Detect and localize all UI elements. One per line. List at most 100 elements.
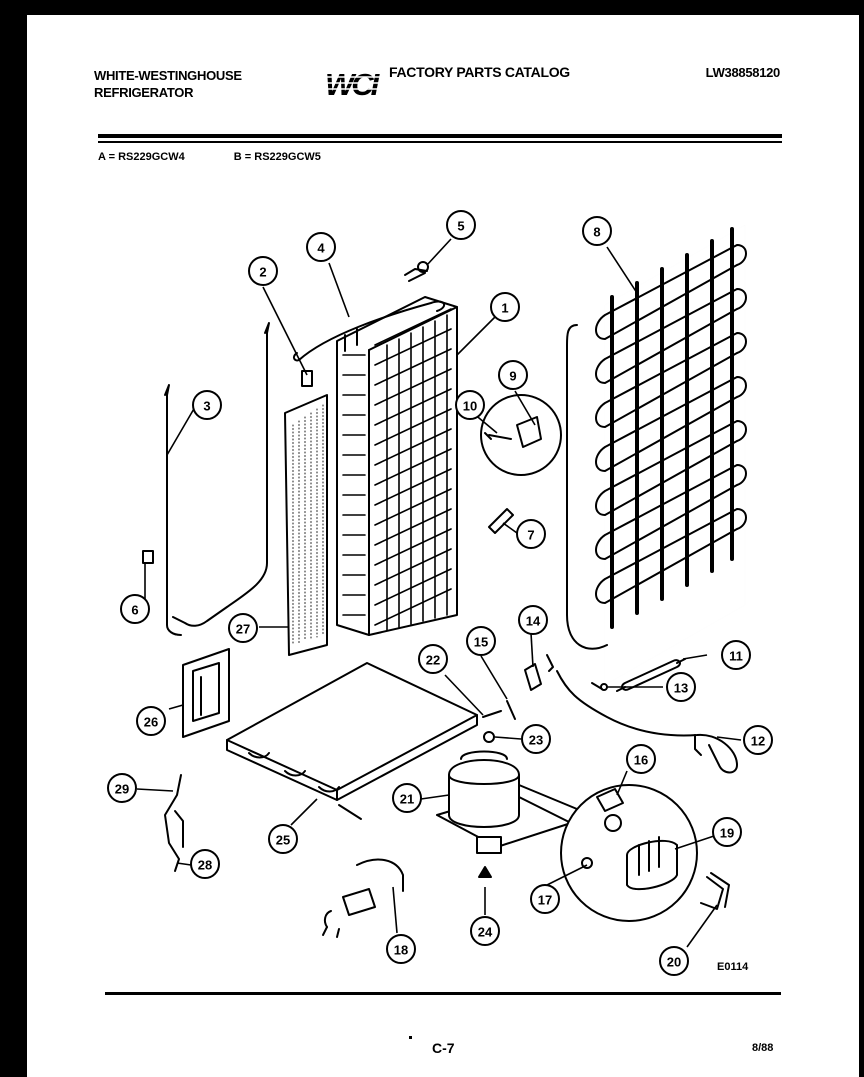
callout-number: 3 [203,399,210,414]
callout-circle [120,594,150,624]
callout-number: 19 [720,826,734,841]
callout-number: 7 [527,528,534,543]
callout-number: 11 [729,649,743,664]
callout-group: 1234567891011121314151617181920212223242… [107,210,773,976]
callout-circle [418,644,448,674]
callout-number: 24 [478,925,493,940]
callout-number: 25 [276,833,290,848]
callout-circle [712,817,742,847]
callout-number: 4 [317,241,325,256]
callout-number: 1 [501,301,508,316]
compressor-drawing [436,750,578,854]
callout-circle [446,210,476,240]
callout-13: 13 [666,672,696,702]
callout-29: 29 [107,773,137,803]
callout-28: 28 [190,849,220,879]
callout-number: 23 [529,733,543,748]
catalog-title: FACTORY PARTS CATALOG [389,64,570,80]
callout-circle [228,613,258,643]
callout-circle [107,773,137,803]
callout-20: 20 [659,946,689,976]
callout-number: 10 [463,399,477,414]
brand-block: WHITE-WESTINGHOUSE REFRIGERATOR [94,67,242,101]
callout-number: 6 [131,603,138,618]
callout-circle [521,724,551,754]
callout-3: 3 [192,390,222,420]
callout-circle [455,390,485,420]
callout-number: 9 [509,369,516,384]
callout-21: 21 [392,783,422,813]
callout-number: 13 [674,681,688,696]
footer-rule [105,992,781,995]
callout-circle [392,783,422,813]
callout-number: 26 [144,715,158,730]
callout-circle [136,706,166,736]
logo-text: WCI [325,67,381,101]
callout-number: 29 [115,782,129,797]
callout-circle [743,725,773,755]
exploded-parts-diagram: 1234567891011121314151617181920212223242… [107,210,773,976]
callout-circle [516,519,546,549]
callout-number: 12 [751,734,765,749]
callout-number: 18 [394,943,408,958]
callout-14: 14 [518,605,548,635]
callout-number: 8 [593,225,600,240]
model-list: A = RS229GCW4 B = RS229GCW5 [98,151,367,163]
callout-number: 28 [198,858,212,873]
header-rule-thin [98,141,782,143]
callout-number: 2 [259,265,266,280]
model-a: A = RS229GCW4 [98,151,185,163]
callout-number: 20 [667,955,681,970]
callout-circle [582,216,612,246]
callout-2: 2 [248,256,278,286]
callout-circle [490,292,520,322]
sensing-tube-drawing [172,332,268,627]
callout-18: 18 [386,934,416,964]
callout-5: 5 [446,210,476,240]
callout-number: 27 [236,622,250,637]
callout-circle [306,232,336,262]
callout-12: 12 [743,725,773,755]
callout-circle [192,390,222,420]
callout-number: 17 [538,893,552,908]
header-rule [98,134,782,138]
callout-circle [386,934,416,964]
catalog-page: WHITE-WESTINGHOUSE REFRIGERATOR WCI FACT… [27,15,859,1077]
condenser-drawing [566,224,747,686]
product-type: REFRIGERATOR [94,85,194,100]
diagram-reference: E0114 [717,961,749,973]
callout-22: 22 [418,644,448,674]
callout-4: 4 [306,232,336,262]
evaporator-drawing [336,296,458,636]
callout-circle [659,946,689,976]
callout-circle [498,360,528,390]
callout-number: 5 [457,219,464,234]
callout-number: 21 [400,792,414,807]
callout-15: 15 [466,626,496,656]
callout-26: 26 [136,706,166,736]
callout-circle [626,744,656,774]
callout-number: 15 [474,635,488,650]
callout-circle [268,824,298,854]
document-number: LW38858120 [705,65,781,80]
callout-1: 1 [490,292,520,322]
callout-circle [190,849,220,879]
callout-circle [470,916,500,946]
callout-number: 16 [634,753,648,768]
page-tick [409,1036,412,1039]
callout-9: 9 [498,360,528,390]
catalog-date: 8/88 [752,1042,774,1054]
callout-circle [666,672,696,702]
callout-11: 11 [721,640,751,670]
callout-19: 19 [712,817,742,847]
brand-name: WHITE-WESTINGHOUSE [94,68,242,83]
capillary-tube-drawing [298,300,446,361]
callout-16: 16 [626,744,656,774]
base-plate-drawing [226,662,478,820]
callout-25: 25 [268,824,298,854]
callout-circle [248,256,278,286]
callout-8: 8 [582,216,612,246]
callout-27: 27 [228,613,258,643]
callout-circle [466,626,496,656]
callout-10: 10 [455,390,485,420]
